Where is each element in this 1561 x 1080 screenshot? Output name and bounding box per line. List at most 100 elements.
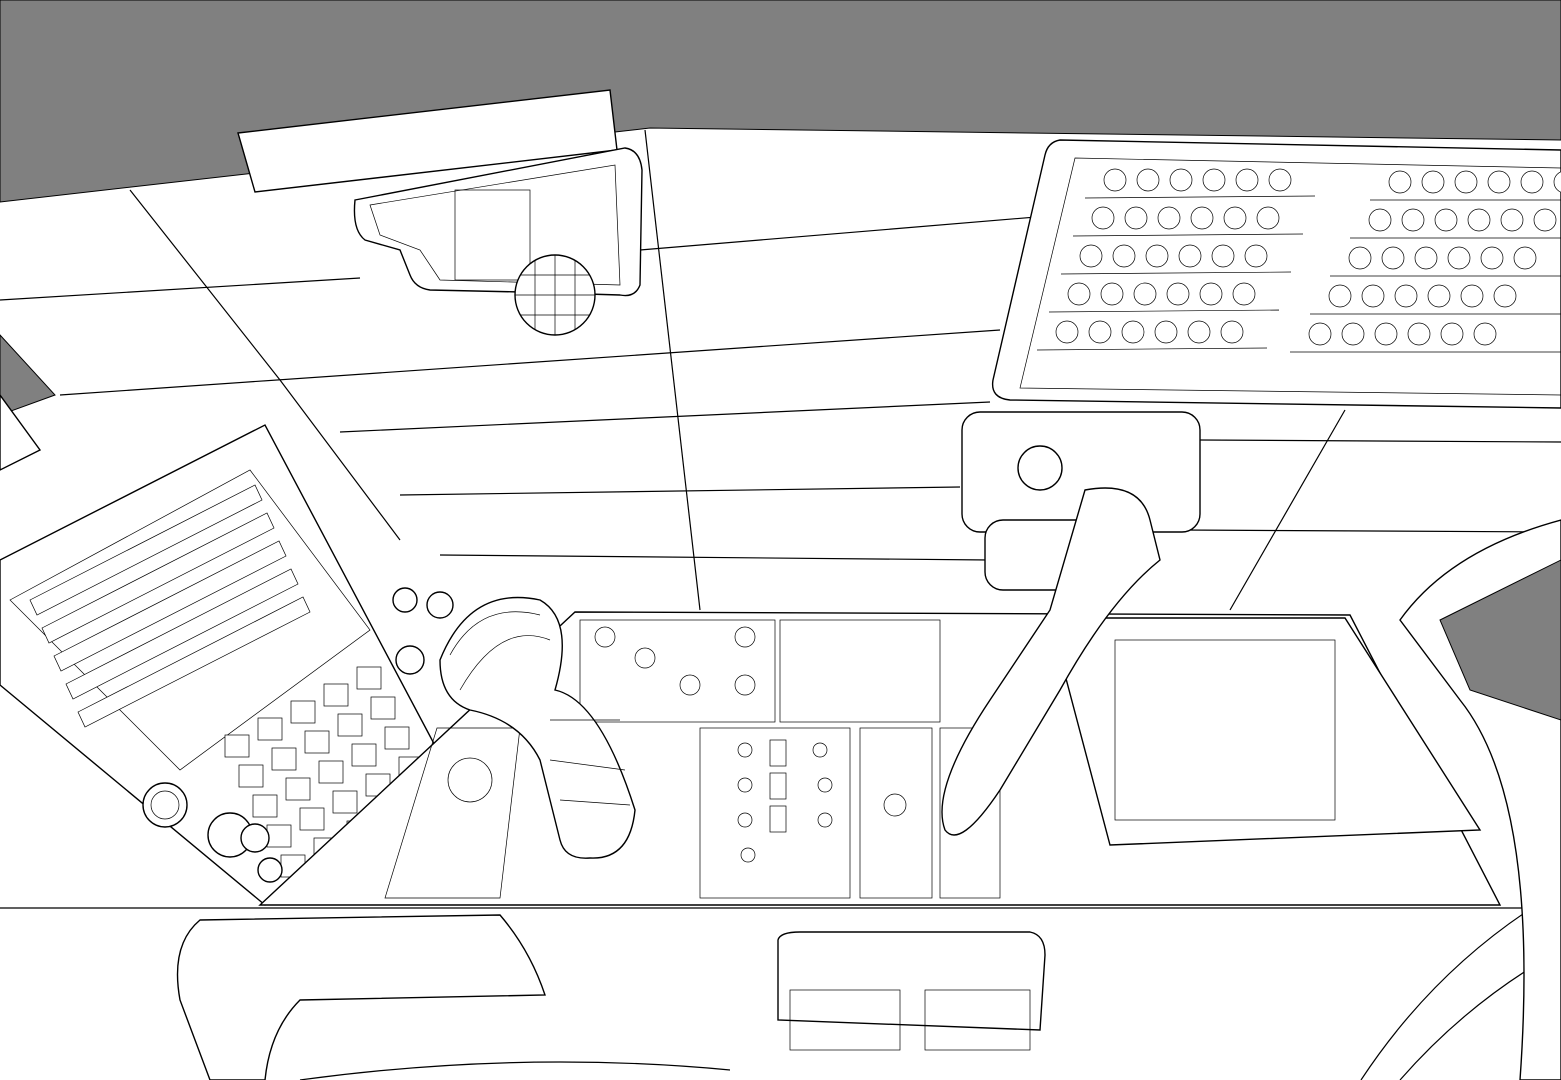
display-line bbox=[77, 596, 311, 728]
knob bbox=[1133, 282, 1157, 306]
toggle-switch bbox=[817, 777, 833, 793]
knob bbox=[1513, 246, 1537, 270]
knob bbox=[1374, 322, 1398, 346]
knob bbox=[1440, 322, 1464, 346]
knob bbox=[1067, 282, 1091, 306]
keypad-key bbox=[271, 747, 297, 771]
collective-handle bbox=[941, 411, 1201, 836]
knob bbox=[1454, 170, 1478, 194]
ceiling-grid bbox=[0, 129, 1561, 611]
toggle-switch bbox=[812, 742, 828, 758]
keypad-key bbox=[238, 764, 264, 788]
knob-rail bbox=[1084, 195, 1316, 199]
side-stick bbox=[439, 596, 636, 859]
knob bbox=[1487, 170, 1511, 194]
display-line bbox=[29, 484, 263, 616]
keypad-key bbox=[323, 683, 349, 707]
rotary-knob bbox=[634, 647, 656, 669]
knob bbox=[1533, 208, 1557, 232]
keypad-key bbox=[257, 717, 283, 741]
keypad-key bbox=[351, 743, 377, 767]
rotary-knob bbox=[679, 674, 701, 696]
knob bbox=[1460, 284, 1484, 308]
knob bbox=[1407, 322, 1431, 346]
knob bbox=[1421, 170, 1445, 194]
knob bbox=[1341, 322, 1365, 346]
dial bbox=[447, 757, 493, 803]
knob-rail bbox=[1060, 271, 1292, 275]
knob bbox=[1268, 168, 1292, 192]
keypad-key bbox=[370, 696, 396, 720]
knob bbox=[1361, 284, 1385, 308]
knob bbox=[1211, 244, 1235, 268]
knob-rail bbox=[1048, 309, 1280, 313]
knob bbox=[1434, 208, 1458, 232]
knob bbox=[1256, 206, 1280, 230]
knob bbox=[1199, 282, 1223, 306]
knob bbox=[1401, 208, 1425, 232]
keypad-key bbox=[252, 794, 278, 818]
toggle-switch bbox=[737, 812, 753, 828]
keypad-key bbox=[337, 713, 363, 737]
display-line bbox=[41, 512, 275, 644]
knob bbox=[1124, 206, 1148, 230]
knob bbox=[1414, 246, 1438, 270]
knob bbox=[1091, 206, 1115, 230]
knob bbox=[1348, 246, 1372, 270]
indicator-lamp bbox=[769, 805, 787, 833]
knob bbox=[1467, 208, 1491, 232]
keypad-key bbox=[285, 777, 311, 801]
toggle-switch bbox=[817, 812, 833, 828]
keypad-key bbox=[290, 700, 316, 724]
knob bbox=[1100, 282, 1124, 306]
knob-rail bbox=[1072, 233, 1304, 237]
left-window-frame bbox=[0, 393, 42, 471]
display-line bbox=[65, 568, 299, 700]
knob bbox=[1079, 244, 1103, 268]
knob bbox=[1493, 284, 1517, 308]
knob bbox=[1121, 320, 1145, 344]
keypad-key bbox=[318, 760, 344, 784]
seats bbox=[176, 519, 1561, 1080]
keypad-key bbox=[356, 666, 382, 690]
keypad-key bbox=[266, 824, 292, 848]
display-line bbox=[53, 540, 287, 672]
knob-rail bbox=[1036, 347, 1268, 351]
keypad-key bbox=[299, 807, 325, 831]
toggle-switch bbox=[737, 777, 753, 793]
knob bbox=[1235, 168, 1259, 192]
overhead-handle bbox=[353, 147, 643, 336]
knob bbox=[1223, 206, 1247, 230]
knob bbox=[1447, 246, 1471, 270]
knob bbox=[1328, 284, 1352, 308]
indicator-lamp bbox=[769, 739, 787, 767]
keypad-key bbox=[224, 734, 250, 758]
knob bbox=[1394, 284, 1418, 308]
indicator-lamp bbox=[769, 772, 787, 800]
knob bbox=[1473, 322, 1497, 346]
toggle-switch bbox=[740, 847, 756, 863]
knob bbox=[1308, 322, 1332, 346]
knob bbox=[1220, 320, 1244, 344]
knob bbox=[1055, 320, 1079, 344]
knob bbox=[1145, 244, 1169, 268]
rotary-knob bbox=[734, 674, 756, 696]
toggle-switch bbox=[737, 742, 753, 758]
keypad-key bbox=[304, 730, 330, 754]
knob bbox=[1154, 320, 1178, 344]
rotary-knob bbox=[883, 793, 907, 817]
rotary-knob bbox=[734, 626, 756, 648]
knob bbox=[1368, 208, 1392, 232]
knob bbox=[1520, 170, 1544, 194]
left-window-shadow bbox=[0, 334, 56, 416]
knob bbox=[1480, 246, 1504, 270]
knob bbox=[1381, 246, 1405, 270]
knob bbox=[1178, 244, 1202, 268]
knob bbox=[1136, 168, 1160, 192]
knob bbox=[1088, 320, 1112, 344]
knob bbox=[1553, 171, 1561, 193]
keypad-key bbox=[384, 726, 410, 750]
knob bbox=[1244, 244, 1268, 268]
knob bbox=[1166, 282, 1190, 306]
